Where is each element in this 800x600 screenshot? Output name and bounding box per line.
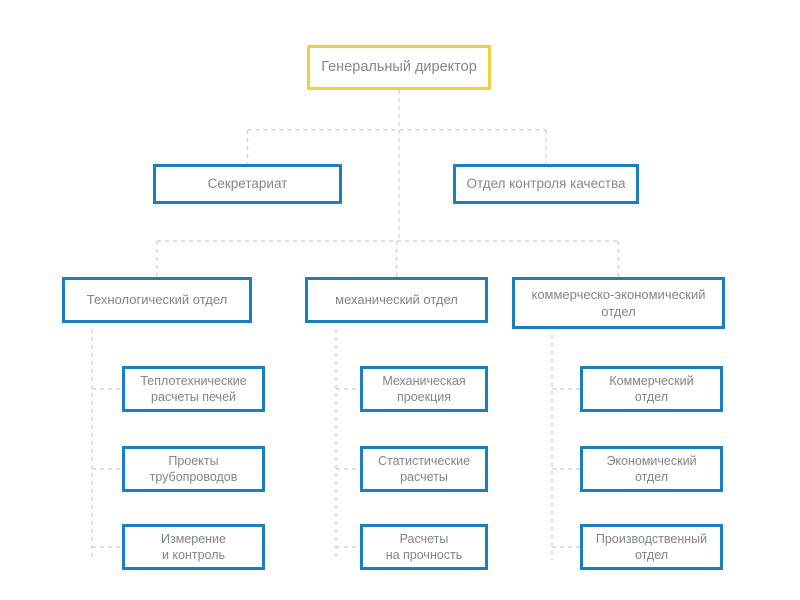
org-node-ceo[interactable]: Генеральный директор (307, 45, 491, 90)
org-node-production-dept[interactable]: Производственный отдел (580, 524, 723, 570)
org-node-label: Теплотехнические расчеты печей (140, 373, 247, 405)
org-node-label: Отдел контроля качества (466, 176, 626, 192)
org-node-label: Экономический отдел (606, 453, 697, 485)
org-node-mechanical-projection[interactable]: Механическая проекция (360, 366, 488, 412)
org-node-label: Коммерческий отдел (609, 373, 694, 405)
org-node-heat-calc[interactable]: Теплотехнические расчеты печей (122, 366, 265, 412)
org-node-mechanical-dept[interactable]: механический отдел (305, 277, 488, 323)
org-node-commercial-dept[interactable]: Коммерческий отдел (580, 366, 723, 412)
org-node-commercial-economic-dept[interactable]: коммерческо-экономический отдел (512, 277, 725, 329)
org-node-label: Производственный отдел (595, 531, 708, 563)
org-node-label: Проекты трубопроводов (149, 453, 238, 485)
org-node-secretariat[interactable]: Секретариат (153, 164, 342, 204)
org-node-quality-control[interactable]: Отдел контроля качества (453, 164, 639, 204)
org-node-label: Измерение и контроль (160, 531, 226, 563)
org-node-label: механический отдел (335, 292, 458, 308)
org-node-label: Механическая проекция (382, 373, 466, 405)
org-node-measurement-control[interactable]: Измерение и контроль (122, 524, 265, 570)
org-node-label: Технологический отдел (86, 292, 228, 308)
org-node-label: Секретариат (207, 176, 288, 192)
org-node-technology-dept[interactable]: Технологический отдел (62, 277, 252, 323)
org-node-economic-dept[interactable]: Экономический отдел (580, 446, 723, 492)
org-node-strength-calc[interactable]: Расчеты на прочность (360, 524, 488, 570)
org-node-statistical-calc[interactable]: Статистические расчеты (360, 446, 488, 492)
org-node-label: Расчеты на прочность (385, 531, 463, 563)
org-node-pipeline-projects[interactable]: Проекты трубопроводов (122, 446, 265, 492)
org-node-label: Генеральный директор (321, 58, 477, 75)
org-node-label: коммерческо-экономический отдел (531, 286, 706, 319)
org-node-label: Статистические расчеты (377, 453, 471, 485)
